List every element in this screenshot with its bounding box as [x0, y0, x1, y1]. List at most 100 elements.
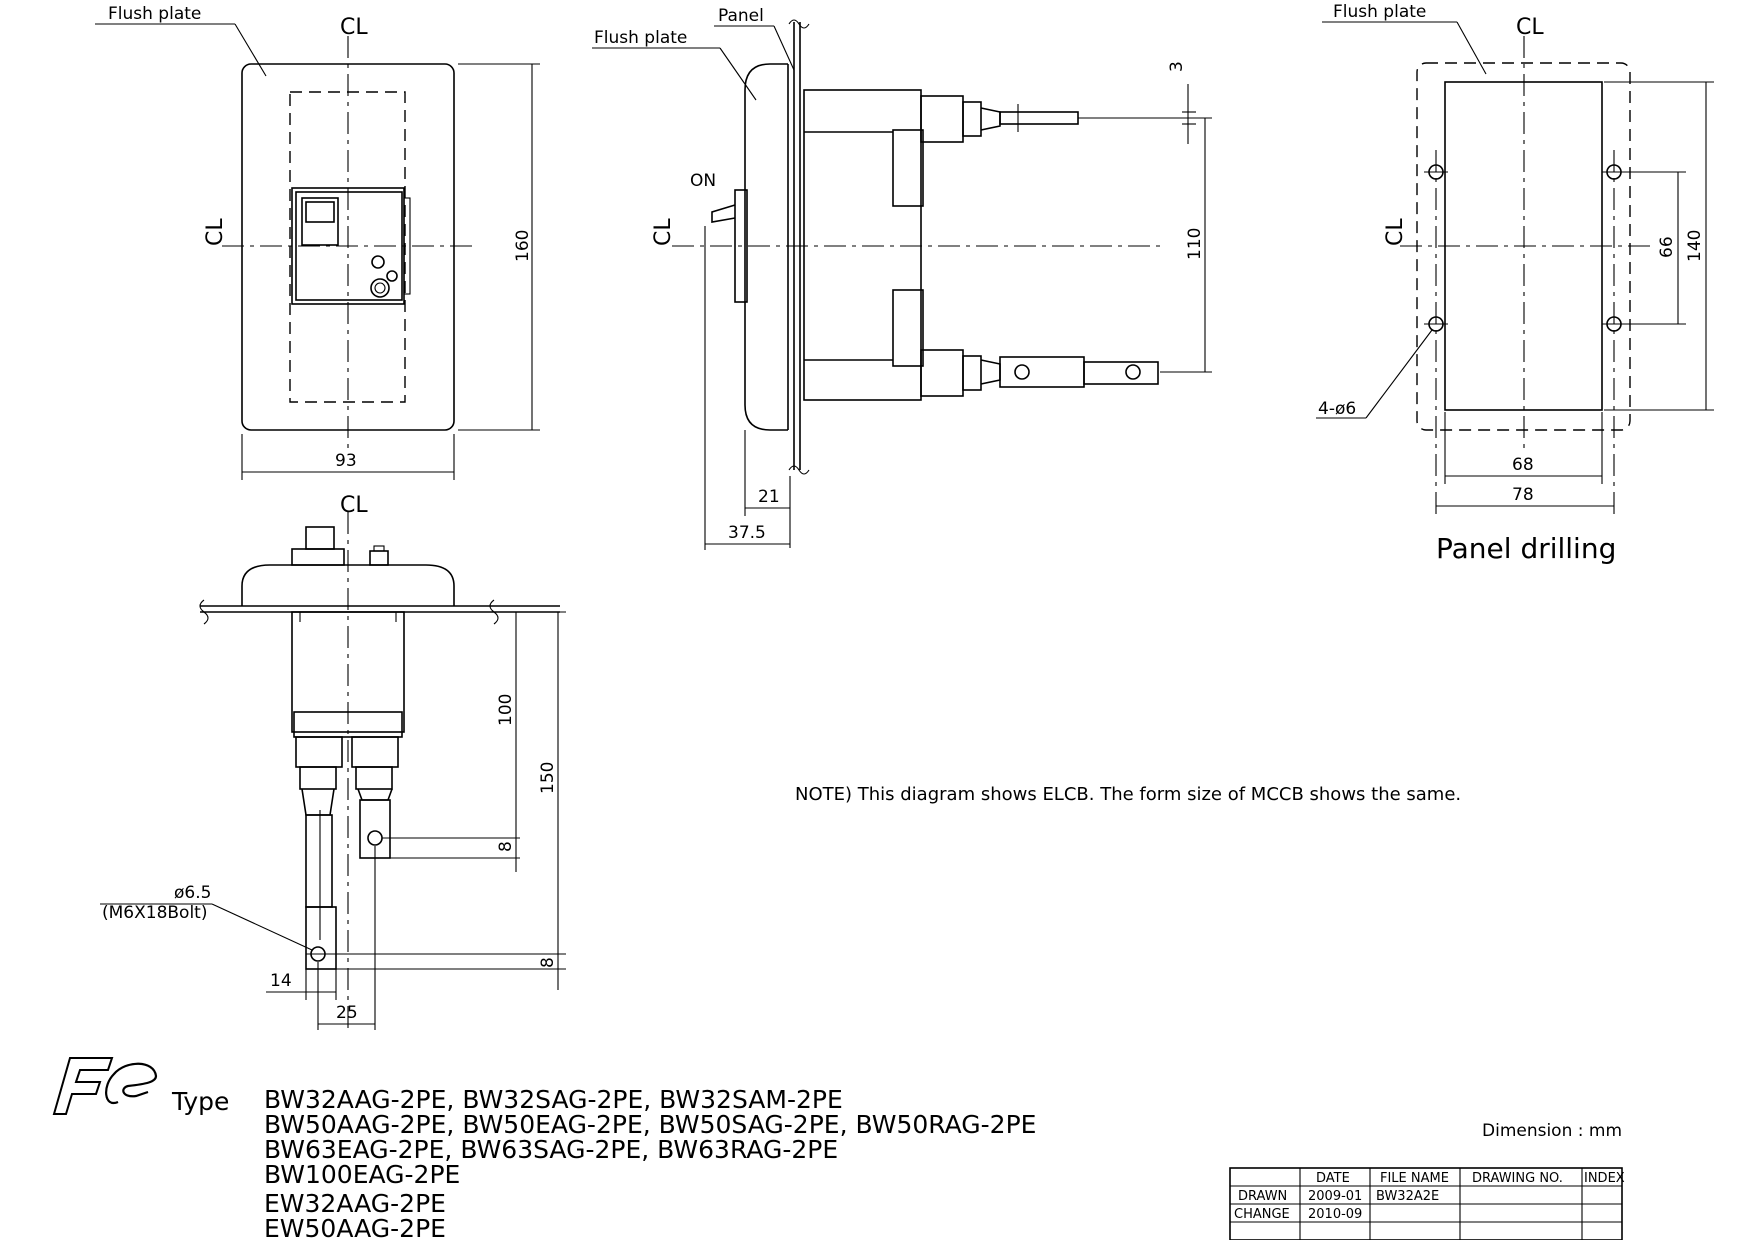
- panel-drilling-view: CL CL Flush plate 4-ø6 66 140 68 78 Pane…: [1316, 2, 1714, 565]
- terminal-left-base: [295, 736, 343, 768]
- dim-66: 66: [1657, 236, 1677, 258]
- dim-110: 110: [1185, 228, 1205, 260]
- flush-plate-side: [744, 63, 788, 431]
- indicator-1: [371, 255, 385, 269]
- leader-line: [1456, 21, 1487, 75]
- header-drawing-no: DRAWING NO.: [1472, 1171, 1563, 1186]
- flush-plate-label: Flush plate: [1333, 2, 1426, 22]
- body-step-top: [892, 129, 924, 207]
- flush-plate-label: Flush plate: [108, 4, 201, 24]
- type-label: Type: [171, 1087, 229, 1116]
- panel-break-left: [199, 599, 209, 625]
- terminal-bottom-base: [920, 349, 964, 397]
- bottom-view: CL 100 8 150 8 14 25 ø6.5 (M6X18Bolt): [100, 493, 566, 1030]
- header-file-name: FILE NAME: [1380, 1171, 1449, 1186]
- terminal-right-hole: [367, 830, 383, 846]
- note-text: NOTE) This diagram shows ELCB. The form …: [795, 784, 1461, 805]
- row-date: 2009-01: [1308, 1189, 1362, 1204]
- cl-label-left: CL: [651, 218, 676, 246]
- leader-line: [1365, 329, 1433, 419]
- cl-label-top: CL: [340, 493, 368, 518]
- terminal-left-taper: [301, 788, 335, 816]
- leader-line: [719, 47, 757, 101]
- bolt-spec-label: (M6X18Bolt): [102, 903, 207, 923]
- panel-drilling-title: Panel drilling: [1436, 532, 1616, 565]
- row-file: BW32A2E: [1376, 1189, 1439, 1204]
- terminal-right-taper: [357, 788, 393, 801]
- holes-label: 4-ø6: [1318, 399, 1356, 419]
- toggle-side: [734, 189, 748, 303]
- terminal-left-nut: [299, 766, 337, 790]
- toggle-window: [301, 197, 339, 246]
- leader-line: [773, 25, 795, 71]
- panel-label: Panel: [718, 6, 764, 26]
- leader-line: [211, 903, 313, 951]
- terminal-bottom-bar: [1083, 361, 1159, 385]
- test-button-inner: [374, 282, 386, 294]
- dim-140: 140: [1685, 230, 1705, 262]
- body-step-bottom: [892, 289, 924, 367]
- cl-label-left: CL: [1383, 218, 1408, 246]
- panel-break-bottom: [788, 465, 810, 475]
- dim-78: 78: [1512, 485, 1534, 505]
- row-label: CHANGE: [1234, 1207, 1290, 1222]
- leader-line: [234, 23, 267, 77]
- breaker-body-side: [803, 89, 922, 401]
- terminal-left-lug: [305, 906, 337, 970]
- terminal-right-base: [351, 736, 399, 768]
- dim-21: 21: [758, 487, 780, 507]
- dim-14: 14: [270, 971, 292, 991]
- model-line: BW32AAG-2PE, BW32SAG-2PE, BW32SAM-2PE: [264, 1085, 843, 1114]
- on-label: ON: [690, 171, 716, 191]
- terminal-bottom-hole-2: [1125, 364, 1141, 380]
- terminal-right-nut: [355, 766, 393, 790]
- terminal-bottom-lug: [999, 356, 1085, 388]
- fuji-electric-logo: [52, 1057, 158, 1115]
- front-view: CL CL Flush plate 93 160: [95, 4, 540, 480]
- dim-93: 93: [335, 451, 357, 471]
- terminal-top-taper: [980, 107, 1001, 131]
- model-line: BW50AAG-2PE, BW50EAG-2PE, BW50SAG-2PE, B…: [264, 1110, 1036, 1139]
- indicator-2: [386, 270, 398, 282]
- terminal-bottom-nut: [962, 355, 982, 391]
- panel-break-top: [788, 19, 810, 29]
- dim-3: 3: [1167, 61, 1187, 72]
- dim-100: 100: [496, 694, 516, 726]
- dim-160: 160: [513, 230, 533, 262]
- terminal-left-bar: [305, 814, 333, 908]
- side-view: CL Flush plate Panel ON 3 110 21 37.5: [592, 6, 1212, 550]
- cl-label-left: CL: [203, 218, 228, 246]
- title-block: DATE FILE NAME DRAWING NO. INDEX DRAWN 2…: [1229, 1167, 1625, 1240]
- cl-label-top: CL: [340, 15, 368, 40]
- dim-37-5: 37.5: [728, 523, 766, 543]
- terminal-bottom-taper: [980, 359, 1001, 385]
- toggle-handle: [711, 204, 736, 223]
- model-line: EW32AAG-2PE: [264, 1189, 446, 1218]
- flush-plate-label: Flush plate: [594, 28, 687, 48]
- test-button-bottom: [369, 550, 389, 566]
- dim-8b: 8: [538, 957, 558, 968]
- dim-25: 25: [336, 1003, 358, 1023]
- header-date: DATE: [1316, 1171, 1350, 1186]
- toggle-lever-bottom: [305, 526, 335, 550]
- dim-8a: 8: [496, 841, 516, 852]
- test-button: [370, 278, 390, 298]
- model-line: BW100EAG-2PE: [264, 1160, 460, 1189]
- toggle-bottom: [291, 548, 345, 566]
- test-button-cap: [373, 545, 385, 552]
- dimension-unit: Dimension : mm: [1482, 1121, 1622, 1141]
- cl-label-top: CL: [1516, 15, 1544, 40]
- row-date: 2010-09: [1308, 1207, 1362, 1222]
- model-line: BW63EAG-2PE, BW63SAG-2PE, BW63RAG-2PE: [264, 1135, 838, 1164]
- header-index: INDEX: [1584, 1171, 1625, 1186]
- row-label: DRAWN: [1238, 1189, 1287, 1204]
- bolt-dia-label: ø6.5: [174, 883, 211, 903]
- model-line: EW50AAG-2PE: [264, 1214, 446, 1240]
- toggle-lever: [305, 201, 335, 223]
- terminal-top-nut: [962, 101, 982, 137]
- terminal-top-base: [920, 95, 964, 143]
- dim-150: 150: [538, 762, 558, 794]
- terminal-bottom-hole-1: [1014, 364, 1030, 380]
